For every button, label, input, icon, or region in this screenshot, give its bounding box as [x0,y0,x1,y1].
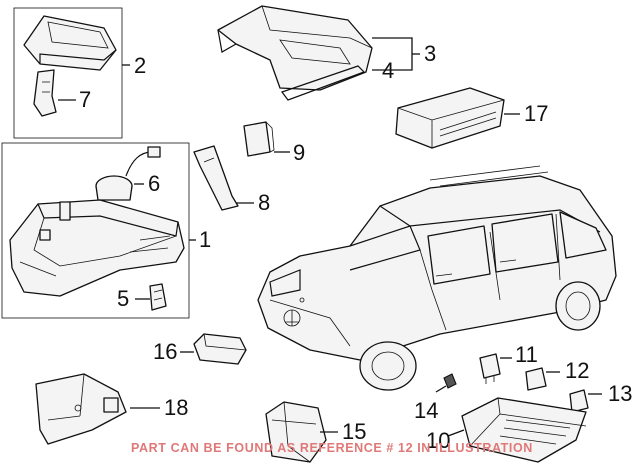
callout-4: 4 [382,58,395,83]
callout-17: 17 [524,101,549,126]
part-15-unit [265,401,327,463]
callout-11: 11 [515,342,538,367]
callout-8: 8 [258,190,271,215]
callout-2: 2 [134,53,147,78]
callout-16: 16 [153,339,178,364]
part-17-module [395,87,505,149]
group-box-2-7 [13,7,123,139]
callout-14: 14 [414,398,439,423]
reference-note: PART CAN BE FOUND AS REFERENCE # 12 IN I… [131,441,533,455]
callout-7: 7 [79,87,92,112]
part-1-housing [9,199,185,297]
callout-12: 12 [565,358,590,383]
part-13-relay [569,389,589,413]
callout-18: 18 [164,395,189,420]
part-3-cover [217,5,373,91]
part-16-module [193,333,247,365]
part-4-seal [281,65,366,101]
leader-14 [435,385,447,393]
part-12-relay [525,367,547,391]
part-6-sensor [95,146,161,201]
leader-10 [447,429,465,437]
part-18-bracket [35,373,127,445]
callout-5: 5 [117,286,130,311]
part-7-bracket [33,69,57,117]
callout-10: 10 [426,428,451,453]
part-11-relay [479,353,501,384]
part-8-bracket [193,145,239,211]
part-5-plug [149,283,167,311]
part-9-relay [243,121,275,157]
callout-9: 9 [293,140,306,165]
group-box-1-5-6 [1,142,190,319]
callout-3: 3 [424,41,437,66]
part-2-cover [23,15,117,71]
callout-1: 1 [199,227,212,252]
callout-13: 13 [608,381,633,406]
callout-6: 6 [148,171,161,196]
vehicle-illustration [257,165,617,391]
part-14-clip [443,373,457,389]
part-10-fusebox [461,397,587,463]
callout-15: 15 [342,419,367,444]
